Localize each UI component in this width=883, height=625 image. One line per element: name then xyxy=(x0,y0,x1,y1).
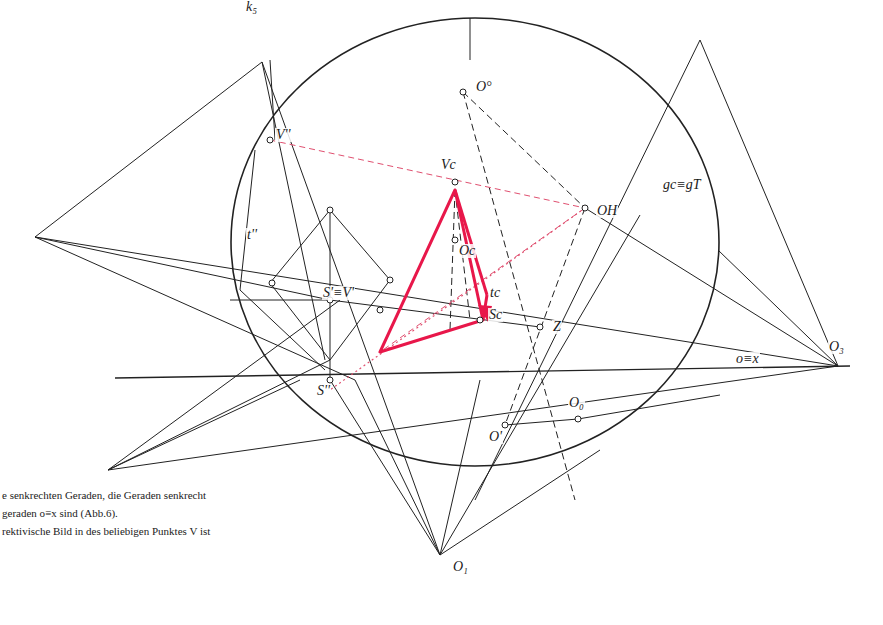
point-label: OH xyxy=(596,204,618,218)
red-triangle xyxy=(380,190,483,352)
point-label: t'' xyxy=(246,228,258,242)
point-label: O₁ xyxy=(452,560,469,574)
point-label: S'' xyxy=(316,384,331,398)
caption-text: e senkrechten Geraden, die Geraden senkr… xyxy=(2,489,206,502)
red-elements xyxy=(270,140,585,390)
point-label: O₃ xyxy=(828,340,845,354)
point-label: k₅ xyxy=(245,0,258,14)
caption-text: geraden o≡x sind (Abb.6). xyxy=(2,507,118,520)
points xyxy=(267,89,588,428)
point-label: Sc xyxy=(488,308,503,322)
point-label: Z xyxy=(552,320,562,334)
point-label: tc xyxy=(489,286,501,300)
caption-text: rektivische Bild in des beliebigen Punkt… xyxy=(2,525,210,538)
point-label: O° xyxy=(475,80,493,94)
dashed-lines xyxy=(450,92,585,500)
point-label: O₀ xyxy=(568,396,585,410)
point-label: o≡x xyxy=(735,352,760,366)
point-label: S'≡V' xyxy=(322,286,355,300)
point-label: Vc xyxy=(440,158,457,172)
point-label: O' xyxy=(488,430,503,444)
point-label: gc≡gT xyxy=(662,178,701,192)
construction-lines xyxy=(35,18,838,555)
point-label: V'' xyxy=(275,128,292,142)
circle-k5 xyxy=(231,18,719,466)
point-label: Oc xyxy=(458,244,476,258)
axis-line xyxy=(115,366,850,378)
